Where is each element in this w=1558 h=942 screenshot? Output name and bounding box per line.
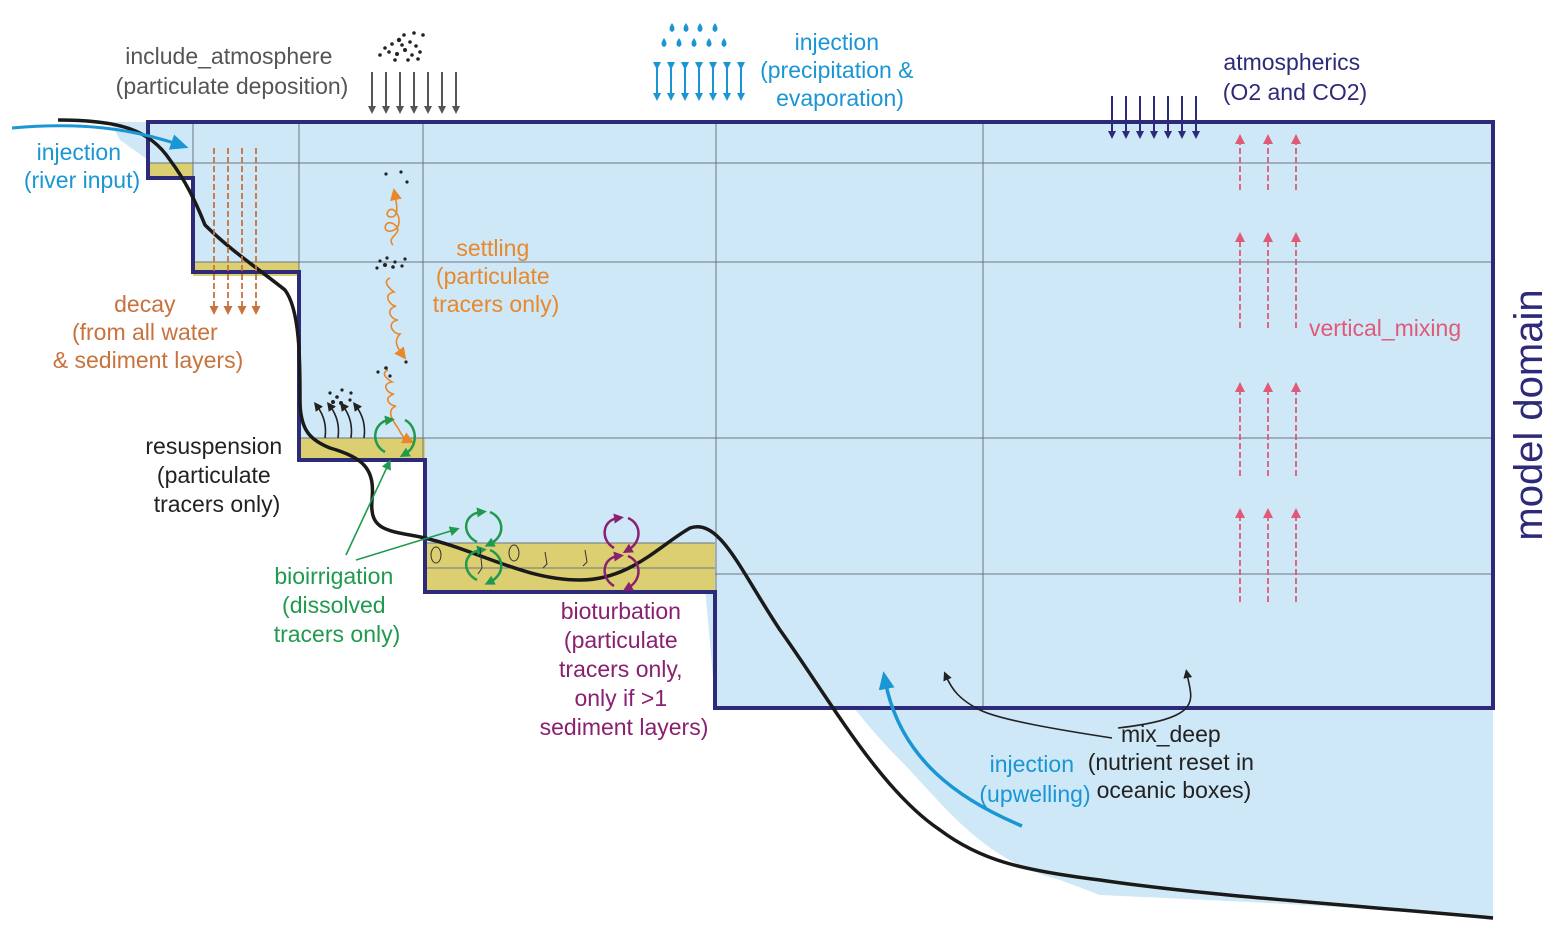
model-domain-label: model domain [1507,289,1551,540]
settling-label: settling (particulate tracers only) [433,235,560,317]
injection-upwelling-label: injection (upwelling) [979,751,1090,807]
water-drops-icon [661,23,727,47]
mix-deep-label: mix_deep (nutrient reset in oceanic boxe… [1088,721,1261,803]
injection-river-label: injection (river input) [24,139,140,193]
deposition-arrows-icon [368,72,460,114]
vertical-mixing-arrows-icon [1235,134,1301,602]
atmospherics-arrows-icon [1108,96,1200,139]
sediment-layer [148,163,193,178]
upwelling-injection-arrow [878,671,1023,828]
bioirrigation-arrows-icon [374,415,503,585]
settling-arrows-icon [383,188,415,444]
decay-label: decay (from all water & sediment layers) [53,291,243,373]
mix-deep-arrows-icon [943,669,1193,739]
resuspension-particles-icon [328,388,353,410]
atmospherics-label: atmospherics (O2 and CO2) [1223,49,1367,105]
include-atmosphere-label: include_atmosphere (particulate depositi… [116,43,349,99]
bioirrigation-label: bioirrigation (dissolved tracers only) [274,563,401,647]
bioturbation-arrows-icon [603,513,640,591]
grid-lines [148,122,1493,708]
domain-border [146,120,1495,710]
precipitation-evaporation-arrows-icon [653,62,745,101]
vertical-mixing-label: vertical_mixing [1309,315,1461,341]
benthic-organisms-icon [430,544,588,575]
bioirrigation-pointer-lines [345,459,460,561]
deposition-particles-icon [378,31,425,62]
resuspension-label: resuspension (particulate tracers only) [145,433,288,517]
bioturbation-label: bioturbation (particulate tracers only, … [540,598,709,740]
river-injection-arrow [11,124,189,150]
particle-dots-icon [375,170,409,378]
decay-arrows-icon [209,148,261,315]
deep-ocean-water [700,530,1493,920]
injection-precipitation-label: injection (precipitation & evaporation) [760,29,920,111]
